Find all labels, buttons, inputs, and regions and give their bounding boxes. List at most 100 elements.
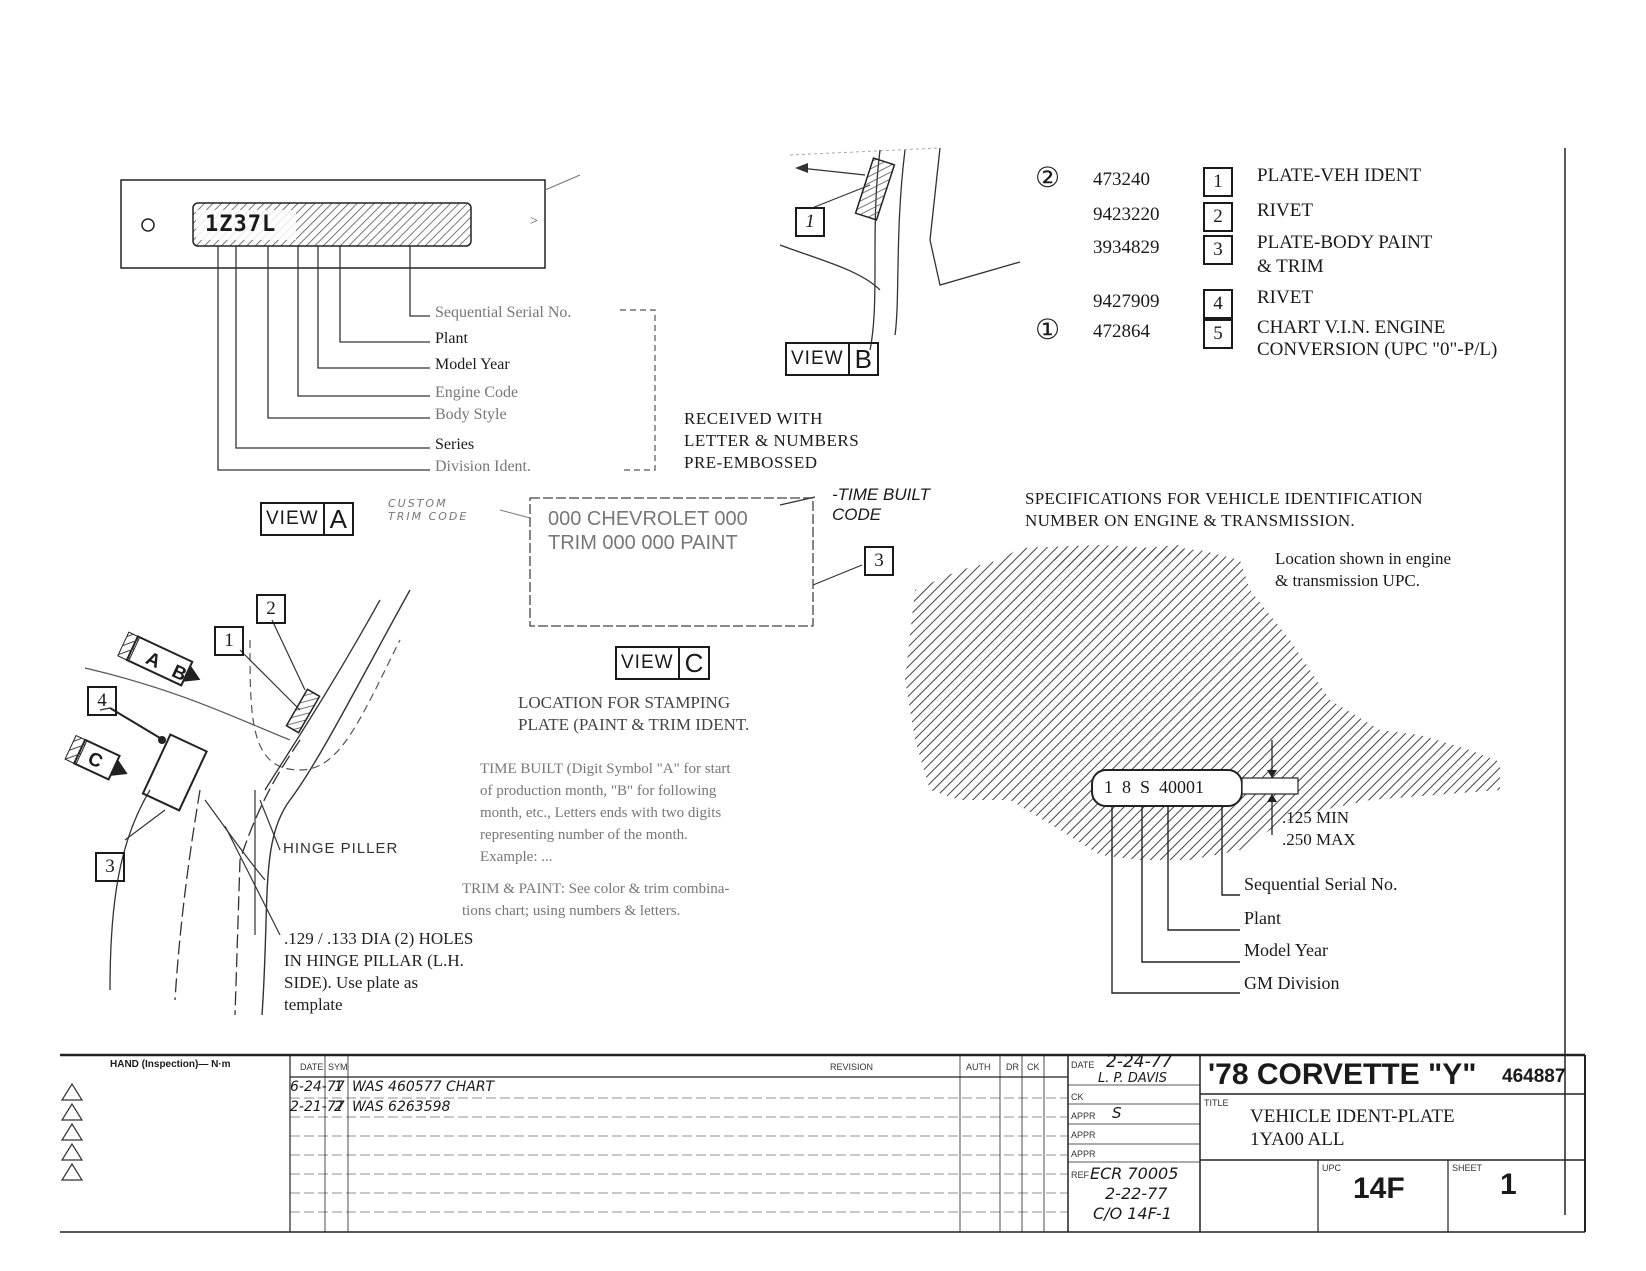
reference-co: C/O 14F-1 — [1093, 1204, 1172, 1223]
title-label: TITLE — [1204, 1098, 1229, 1108]
parts-list-row: 3934829 3 PLATE-BODY PAINT & TRIM — [1035, 231, 1555, 281]
view-letter: B — [854, 344, 872, 374]
view-a-callout: Series — [435, 436, 475, 453]
part-number: 9427909 — [1093, 291, 1160, 312]
time-built-code-label: -TIME BUILT CODE — [832, 485, 930, 524]
view-c-plate-line1: 000 CHEVROLET 000 — [548, 508, 748, 530]
model-title: '78 CORVETTE "Y" — [1208, 1058, 1477, 1091]
drawing-title: VEHICLE IDENT-PLATE 1YA00 ALL — [1250, 1106, 1455, 1150]
vin-stamp: 1 8 S 40001 — [1104, 777, 1205, 797]
ck-col-header: CK — [1027, 1062, 1040, 1072]
revision-col-header: REVISION — [830, 1062, 874, 1072]
revision-date: 2-21-77 — [290, 1099, 345, 1115]
view-a-callout: Body Style — [435, 406, 507, 423]
revision-sym: 2 — [334, 1099, 343, 1115]
spec-callout: GM Division — [1244, 973, 1340, 993]
view-word: VIEW — [262, 504, 325, 534]
part-number: 472864 — [1093, 321, 1150, 342]
revision-date: 6-24-77 — [290, 1079, 345, 1095]
install-callout: 3 — [95, 852, 125, 882]
view-a-callout: Engine Code — [435, 384, 519, 401]
approval-initial: S — [1112, 1104, 1122, 1122]
view-c-plate — [499, 496, 863, 627]
view-c-label: VIEW C — [615, 646, 711, 680]
item-number: 2 — [1203, 202, 1233, 232]
view-a-plate-text: 1Z37L — [205, 212, 277, 237]
svg-text:>: > — [530, 214, 538, 229]
spec-location-note: Location shown in engine & transmission … — [1275, 549, 1452, 590]
item-number: 4 — [1203, 289, 1233, 319]
upc-label: UPC — [1322, 1163, 1342, 1173]
sheet-label: SHEET — [1452, 1163, 1483, 1173]
time-built-note: TIME BUILT (Digit Symbol "A" for start o… — [480, 761, 731, 865]
view-a-callout: Model Year — [435, 356, 510, 373]
reference-date: 2-22-77 — [1105, 1184, 1168, 1203]
part-description: RIVET — [1257, 287, 1313, 308]
view-word: VIEW — [787, 344, 850, 374]
parts-list-row: ② 473240 1 PLATE-VEH IDENT — [1035, 163, 1555, 199]
view-word: VIEW — [617, 648, 680, 678]
revision-text: WAS 6263598 — [352, 1099, 451, 1115]
pre-embossed-note: RECEIVED WITH LETTER & NUMBERS PRE-EMBOS… — [684, 409, 860, 472]
revision-mark: ② — [1035, 163, 1061, 194]
view-letter: C — [684, 648, 704, 678]
spec-title: SPECIFICATIONS FOR VEHICLE IDENTIFICATIO… — [1025, 489, 1423, 530]
part-description: PLATE-VEH IDENT — [1257, 165, 1422, 186]
engine-silhouette — [905, 545, 1500, 994]
upc-value: 14F — [1353, 1172, 1405, 1205]
spec-callout: Sequential Serial No. — [1244, 874, 1398, 894]
view-c-callout: 3 — [864, 546, 894, 576]
reference-ecr: ECR 70005 — [1090, 1164, 1179, 1183]
parts-list-row: ① 472864 5 CHART V.I.N. ENGINE CONVERSIO… — [1035, 315, 1555, 367]
revision-triangles — [60, 1082, 84, 1181]
depth-min: .125 MIN — [1282, 808, 1350, 827]
view-letter: A — [329, 504, 347, 534]
parts-list-row: 9427909 4 RIVET — [1035, 287, 1555, 321]
part-description: PLATE-BODY PAINT & TRIM — [1257, 232, 1433, 277]
trim-paint-note: TRIM & PAINT: See color & trim combina- … — [462, 881, 730, 919]
drawing-date: 2-24-77 — [1106, 1052, 1173, 1072]
revision-sym: 1 — [334, 1079, 343, 1095]
part-description: RIVET — [1257, 200, 1313, 221]
revision-text: WAS 460577 CHART — [352, 1079, 495, 1095]
view-a-callout: Sequential Serial No. — [435, 304, 572, 321]
spec-callout: Model Year — [1244, 940, 1328, 960]
item-number: 5 — [1203, 319, 1233, 349]
item-number: 3 — [1203, 235, 1233, 265]
view-a-plate: > — [120, 174, 656, 471]
auth-col-header: AUTH — [966, 1062, 991, 1072]
hand-inspection-label: HAND (Inspection)— N·m — [110, 1059, 231, 1070]
appr-label: APPR — [1071, 1149, 1096, 1159]
drawing-part-number: 464887 — [1502, 1066, 1566, 1087]
drawn-by: L. P. DAVIS — [1098, 1071, 1168, 1086]
installation-view — [64, 589, 411, 1016]
ref-label: REF — [1071, 1170, 1089, 1180]
date-col-header: DATE — [300, 1062, 324, 1072]
custom-trim-note: CUSTOM TRIM CODE — [388, 497, 469, 523]
install-callout: 2 — [256, 594, 286, 624]
hinge-pillar-label: HINGE PILLER — [283, 840, 399, 857]
install-callout: 4 — [87, 686, 117, 716]
part-number: 3934829 — [1093, 237, 1160, 258]
sym-col-header: SYM — [328, 1062, 348, 1072]
holes-note: .129 / .133 DIA (2) HOLES IN HINGE PILLA… — [284, 929, 474, 1014]
view-a-label: VIEW A — [260, 502, 354, 536]
item-number: 1 — [1203, 167, 1233, 197]
sheet-value: 1 — [1500, 1168, 1517, 1201]
view-c-plate-line2: TRIM 000 000 PAINT — [548, 532, 738, 554]
appr-label: APPR — [1071, 1130, 1096, 1140]
part-number: 473240 — [1093, 169, 1150, 190]
install-callout: 1 — [214, 626, 244, 656]
view-a-callout: Division Ident. — [435, 458, 531, 475]
title-block-grid — [60, 1053, 1586, 1233]
ck-label: CK — [1071, 1092, 1084, 1102]
date-label: DATE — [1071, 1060, 1095, 1070]
appr-label: APPR — [1071, 1111, 1096, 1121]
part-number: 9423220 — [1093, 204, 1160, 225]
stamping-location-note: LOCATION FOR STAMPING PLATE (PAINT & TRI… — [518, 693, 750, 734]
revision-mark: ① — [1035, 315, 1061, 346]
parts-list: ② 473240 1 PLATE-VEH IDENT 9423220 2 RIV… — [1035, 163, 1555, 375]
depth-max: .250 MAX — [1282, 830, 1356, 849]
parts-list-row: 9423220 2 RIVET — [1035, 200, 1555, 234]
